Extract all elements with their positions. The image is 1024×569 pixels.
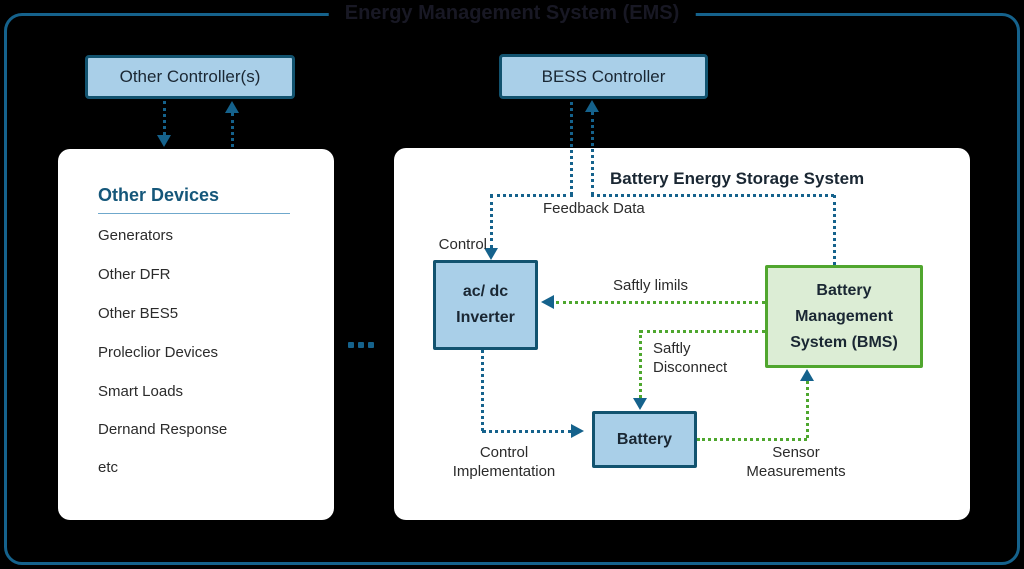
connector-other-up — [231, 113, 234, 147]
connector-safety-disconnect-h — [640, 330, 765, 333]
dot — [358, 342, 364, 348]
arrow-down-icon — [633, 398, 647, 410]
bms-label-line3: System (BMS) — [790, 333, 898, 351]
arrow-down-icon — [157, 135, 171, 147]
sensor-measurements-line1: Sensor — [772, 444, 820, 461]
control-implementation-label: Control Implementation — [428, 443, 580, 481]
safety-disconnect-label: Saftly Disconnect — [653, 339, 727, 377]
arrow-up-icon — [225, 101, 239, 113]
control-implementation-line2: Implementation — [452, 463, 556, 480]
connector-control-impl-v — [481, 350, 484, 431]
list-item: Other DFR — [98, 266, 171, 283]
safety-limits-label: Saftly limils — [613, 277, 689, 294]
sensor-measurements-label: Sensor Measurements — [720, 443, 872, 481]
connector-sensor-v — [806, 381, 809, 438]
connector-control-down-2 — [490, 195, 493, 248]
list-item: Smart Loads — [98, 383, 184, 400]
ellipsis-icon — [348, 342, 374, 348]
bess-controller-box: BESS Controller — [499, 54, 708, 99]
arrow-up-icon — [800, 369, 814, 381]
connector-safety-limits — [556, 301, 765, 304]
connector-feedback-across — [591, 194, 834, 197]
bms-box: Battery Management System (BMS) — [765, 265, 923, 368]
connector-safety-disconnect-v — [639, 330, 642, 398]
arrow-up-icon — [585, 100, 599, 112]
dot — [368, 342, 374, 348]
connector-control-down-1 — [570, 102, 573, 195]
list-item: Dernand Response — [98, 421, 228, 438]
arrow-down-icon — [484, 248, 498, 260]
list-item: Proleclior Devices — [98, 344, 219, 361]
other-devices-heading: Other Devices — [98, 185, 220, 205]
sensor-measurements-line2: Measurements — [746, 463, 846, 480]
other-controllers-label: Other Controller(s) — [119, 67, 261, 86]
connector-feedback-up — [591, 112, 594, 195]
connector-feedback-from-bms — [833, 195, 836, 265]
connector-sensor-h — [697, 438, 807, 441]
inverter-box: ac/ dc Inverter — [433, 260, 538, 350]
bms-label-line2: Management — [795, 307, 893, 325]
inverter-label-line2: Inverter — [456, 309, 515, 326]
connector-control-impl-h — [482, 430, 572, 433]
feedback-data-label: Feedback Data — [543, 200, 645, 217]
other-controllers-box: Other Controller(s) — [85, 55, 295, 99]
inverter-label-line1: ac/ dc — [462, 283, 509, 300]
control-label: Control — [438, 236, 487, 253]
list-item: etc — [98, 459, 119, 476]
bess-controller-label: BESS Controller — [541, 66, 666, 86]
safety-disconnect-line1: Saftly — [653, 340, 691, 357]
bms-label-line1: Battery — [816, 281, 872, 299]
diagram-title: Energy Management System (EMS) — [328, 0, 696, 27]
bess-panel-heading: Battery Energy Storage System — [610, 169, 865, 188]
safety-disconnect-line2: Disconnect — [653, 359, 728, 376]
connector-other-down — [163, 101, 166, 135]
control-implementation-line1: Control — [479, 444, 529, 461]
arrow-right-icon — [571, 424, 584, 438]
battery-label: Battery — [616, 430, 673, 448]
battery-box: Battery — [592, 411, 697, 468]
other-devices-panel — [58, 149, 334, 520]
arrow-left-icon — [541, 295, 554, 309]
dot — [348, 342, 354, 348]
list-item: Generators — [98, 227, 174, 244]
list-item: Other BES5 — [98, 305, 179, 322]
heading-underline — [98, 213, 290, 214]
connector-control-across — [490, 194, 573, 197]
